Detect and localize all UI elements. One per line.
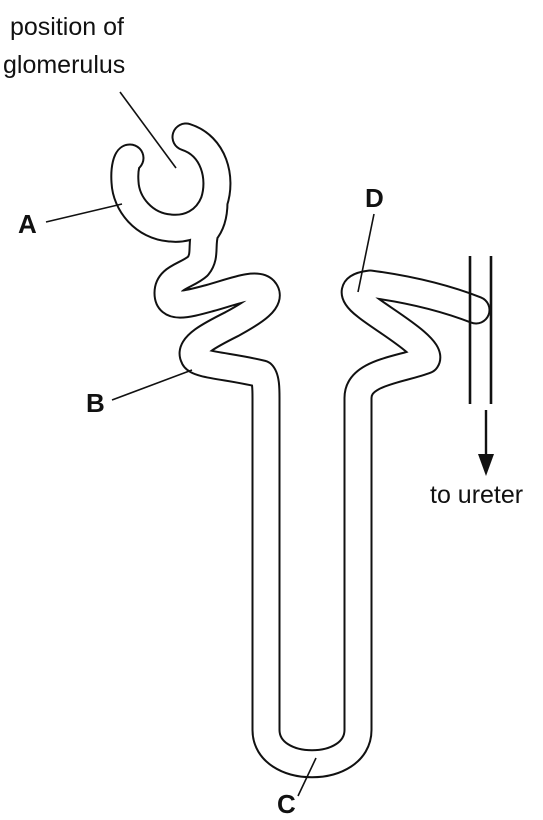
label-a: A <box>18 209 37 240</box>
label-b: B <box>86 388 105 419</box>
glomerulus-label-line-1: position of <box>10 12 124 43</box>
ureter-arrowhead <box>478 454 494 476</box>
ureter-arrow <box>478 410 494 476</box>
label-d: D <box>365 183 384 214</box>
label-a-leader-line <box>46 204 122 222</box>
glomerulus-label-line-2: glomerulus <box>3 50 125 81</box>
collecting-duct <box>470 256 491 404</box>
tubule-lumen <box>125 137 476 764</box>
label-c: C <box>277 789 296 820</box>
ureter-label: to ureter <box>430 480 523 511</box>
label-b-leader-line <box>112 370 192 400</box>
nephron-tubule <box>125 137 476 764</box>
